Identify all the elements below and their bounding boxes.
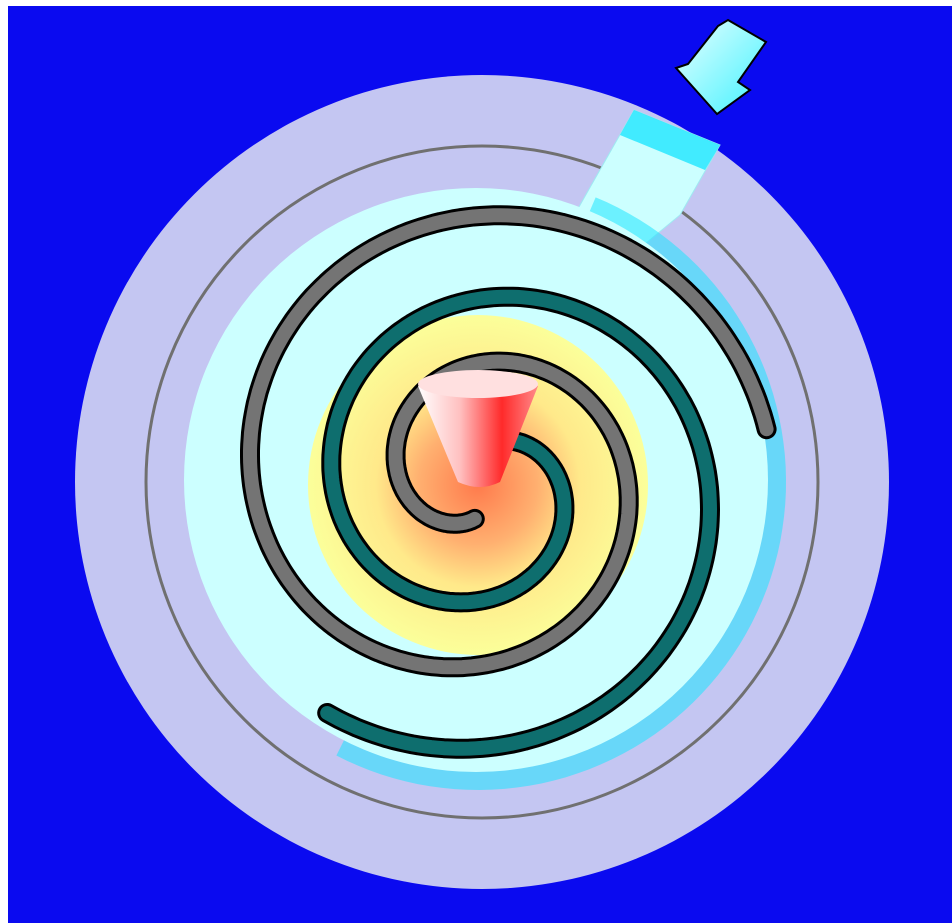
discharge-cone-rim — [418, 370, 538, 398]
